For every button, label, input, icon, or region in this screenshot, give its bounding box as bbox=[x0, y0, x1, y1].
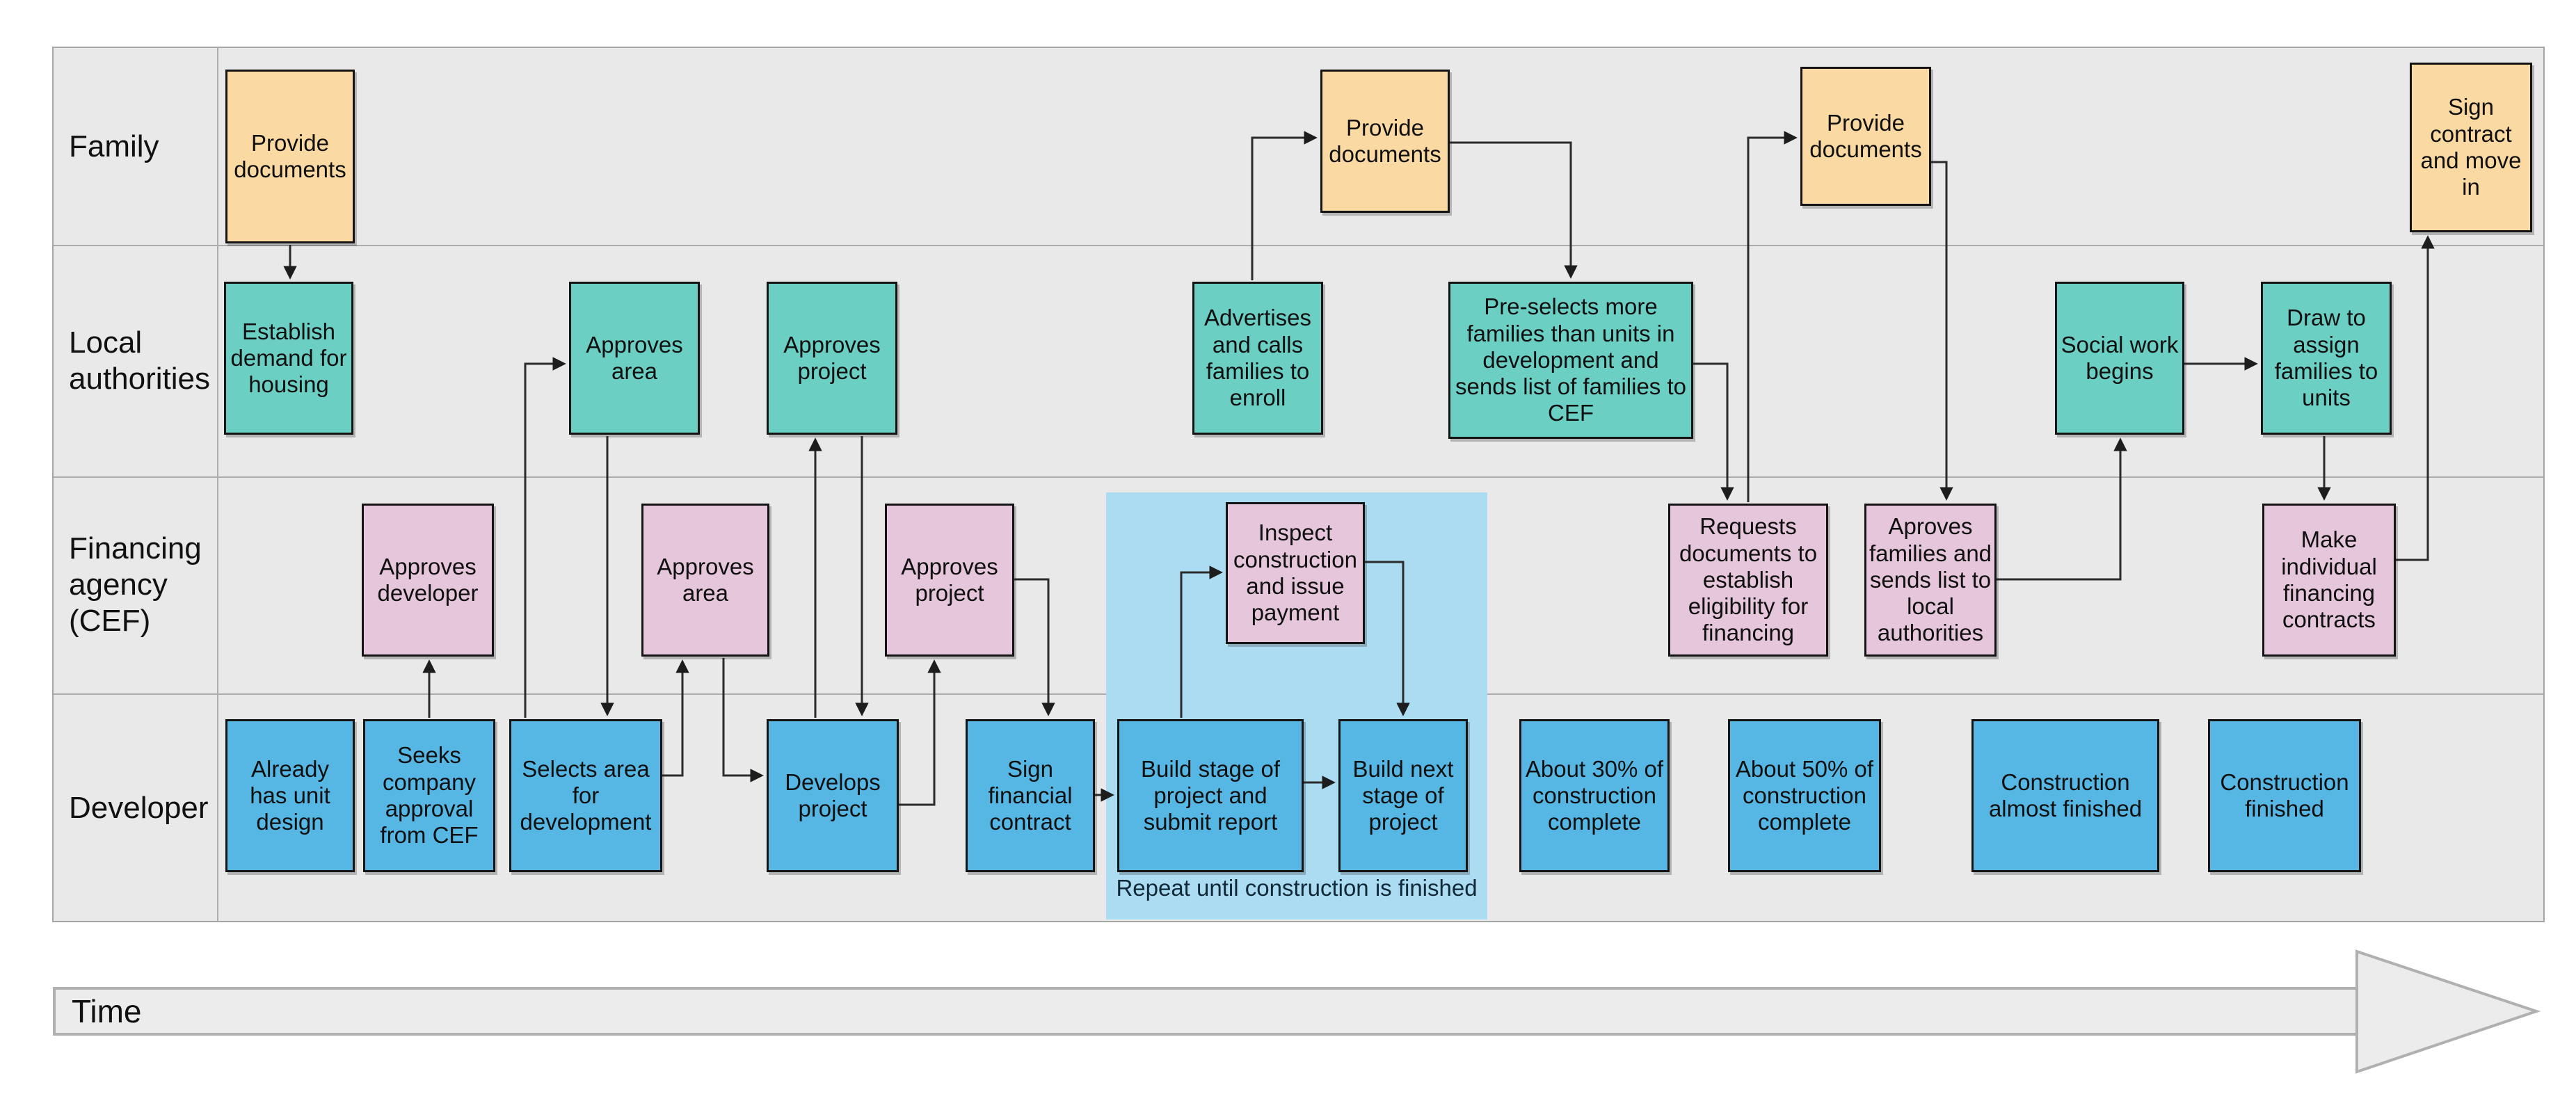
task-dev-already-has-unit-design: Already has unit design bbox=[225, 719, 355, 872]
lane-label-family: Family bbox=[69, 129, 159, 163]
lane-label-developer: Developer bbox=[69, 790, 209, 825]
task-cef-make-financing-contracts: Make individual financing contracts bbox=[2262, 504, 2396, 657]
task-local-advertises-calls-families: Advertises and calls families to enroll bbox=[1192, 282, 1323, 435]
task-local-approves-area: Approves area bbox=[569, 282, 700, 435]
time-arrow bbox=[53, 949, 2541, 1074]
task-dev-about-50-percent: About 50% of construction complete bbox=[1728, 719, 1881, 872]
task-cef-approves-developer: Approves developer bbox=[362, 504, 494, 657]
task-family-sign-contract-move-in: Sign contract and move in bbox=[2410, 63, 2532, 232]
task-local-draw-assign-families: Draw to assign families to units bbox=[2261, 282, 2392, 435]
task-dev-about-30-percent: About 30% of construction complete bbox=[1519, 719, 1670, 872]
lane-divider-family-local bbox=[54, 245, 2543, 246]
task-dev-construction-finished: Construction finished bbox=[2208, 719, 2361, 872]
repeat-loop-label: Repeat until construction is finished bbox=[1116, 875, 1478, 901]
task-family-provide-documents-2: Provide documents bbox=[1320, 70, 1450, 213]
task-dev-build-next-stage: Build next stage of project bbox=[1338, 719, 1468, 872]
task-dev-sign-financial-contract: Sign financial contract bbox=[966, 719, 1095, 872]
lane-label-local-authorities: Local authorities bbox=[69, 325, 211, 396]
lane-divider-local-financing bbox=[54, 476, 2543, 478]
task-dev-seeks-company-approval: Seeks company approval from CEF bbox=[363, 719, 495, 872]
task-dev-construction-almost-finished: Construction almost finished bbox=[1971, 719, 2159, 872]
time-axis-label: Time bbox=[72, 993, 142, 1029]
task-dev-develops-project: Develops project bbox=[767, 719, 899, 872]
lane-label-financing-agency: Financing agency (CEF) bbox=[69, 531, 202, 638]
task-family-provide-documents-3: Provide documents bbox=[1800, 67, 1931, 206]
task-cef-aproves-families: Aproves families and sends list to local… bbox=[1864, 504, 1997, 657]
task-cef-requests-documents: Requests documents to establish eligibil… bbox=[1668, 504, 1828, 657]
task-family-provide-documents-1: Provide documents bbox=[225, 70, 355, 243]
task-local-preselects-families: Pre-selects more families than units in … bbox=[1448, 282, 1693, 439]
task-cef-approves-project: Approves project bbox=[885, 504, 1014, 657]
task-local-approves-project: Approves project bbox=[767, 282, 897, 435]
task-local-establish-demand: Establish demand for housing bbox=[224, 282, 353, 435]
task-dev-build-stage-submit-report: Build stage of project and submit report bbox=[1117, 719, 1304, 872]
task-local-social-work-begins: Social work begins bbox=[2055, 282, 2184, 435]
label-column-divider bbox=[217, 48, 218, 921]
task-dev-selects-area: Selects area for development bbox=[509, 719, 662, 872]
task-cef-approves-area: Approves area bbox=[641, 504, 769, 657]
task-cef-inspect-construction: Inspect construction and issue payment bbox=[1226, 502, 1365, 644]
